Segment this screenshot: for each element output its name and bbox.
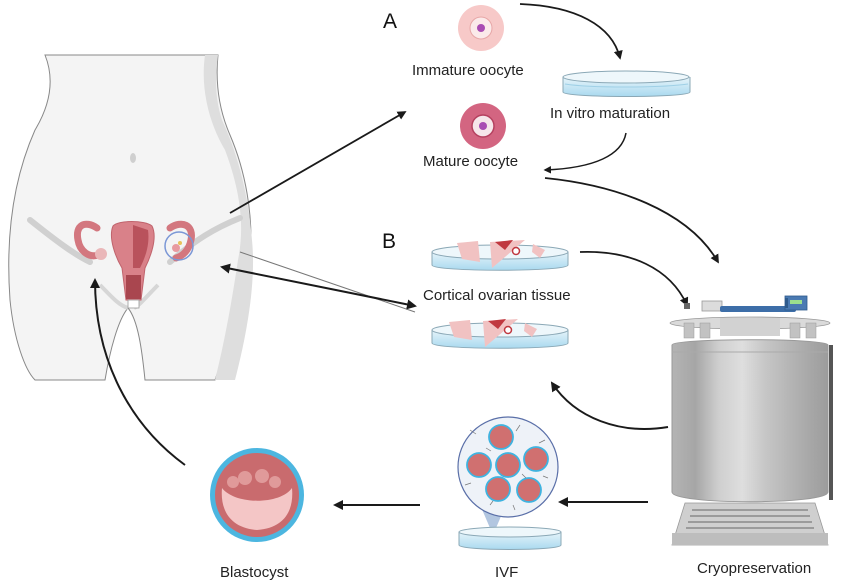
label-ivf: IVF [495, 564, 519, 581]
label-mature-oocyte: Mature oocyte [423, 153, 519, 170]
label-blastocyst: Blastocyst [220, 564, 289, 581]
hip-crease-left [27, 217, 93, 265]
arrow-mature-to-cryo [544, 177, 719, 264]
section-label-a: A [383, 10, 398, 33]
label-cryopreservation: Cryopreservation [697, 560, 812, 577]
line-body-to-tissue [239, 251, 416, 313]
arrow-immature-to-ivm [519, 3, 623, 60]
arrow-ivm-to-mature [543, 132, 627, 174]
female-body-illustration [8, 54, 254, 381]
navel [130, 153, 136, 163]
tissue-petri-dish-bottom-icon [431, 319, 569, 349]
arrow-body-to-oocytes [229, 111, 407, 214]
label-in-vitro-maturation: In vitro maturation [550, 105, 671, 122]
groin-left [98, 283, 129, 310]
arrow-tissue-body-bidirectional [220, 263, 417, 310]
uterus-icon [73, 220, 195, 309]
blastocyst-icon [210, 448, 304, 542]
arrow-cryo-to-tissue [550, 381, 669, 430]
label-cortical-ovarian-tissue: Cortical ovarian tissue [423, 287, 571, 304]
mature-oocyte-icon [460, 103, 506, 149]
immature-oocyte-icon [458, 5, 504, 51]
flow-arrows [90, 3, 719, 510]
section-label-b: B [382, 230, 397, 253]
tissue-petri-dish-top-icon [431, 240, 569, 271]
ivf-icon [457, 416, 562, 550]
label-immature-oocyte: Immature oocyte [412, 62, 524, 79]
ivm-petri-dish-icon [562, 70, 691, 97]
arrow-blastocyst-to-body [90, 278, 186, 466]
arrow-tissue-to-cryo [579, 251, 689, 307]
cryo-tank-icon [669, 295, 833, 546]
